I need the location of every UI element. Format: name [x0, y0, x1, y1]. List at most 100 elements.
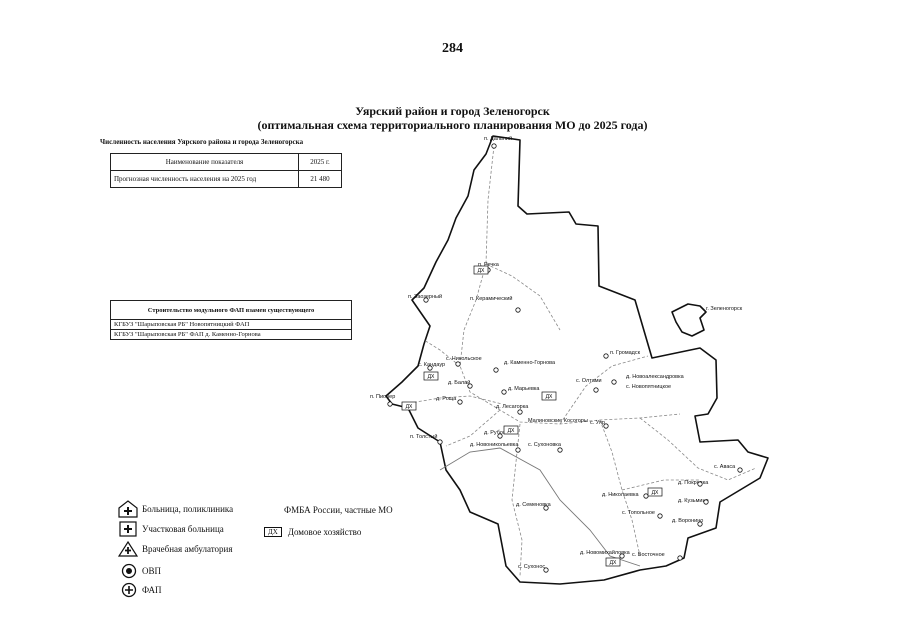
map-label: с. Олтами: [576, 378, 602, 384]
hospital-icon: [118, 500, 138, 518]
fap-row: КГБУЗ "Шарыповская РБ" ФАП д. Каменно-Го…: [110, 329, 352, 340]
map-label: п. Толстый: [410, 433, 437, 440]
page-number: 284: [442, 41, 463, 56]
map-label: с. Сухонос: [518, 564, 545, 570]
household-marker: ДХ: [647, 487, 663, 497]
household-marker: ДХ: [503, 425, 519, 435]
svg-text:ДХ: ДХ: [610, 560, 617, 566]
map-label: п. Громадск: [610, 350, 641, 356]
legend-fmba: ФМБА России, частные МО: [284, 505, 393, 515]
road: [423, 339, 461, 367]
fap-marker: [697, 481, 703, 487]
fap-marker: [611, 379, 617, 385]
table-row: КГБУЗ "Шарыповская РБ" ФАП д. Каменно-Го…: [110, 329, 352, 340]
map-label: с. Уяр: [590, 420, 605, 426]
map-label: п. Керамический: [470, 295, 513, 302]
fap-marker: [501, 389, 507, 395]
map-label: с. Сухоновка: [528, 442, 562, 448]
row-indicator-value: 21 480: [298, 170, 342, 188]
fap-table: Строительство модульного ФАП взамен суще…: [110, 300, 352, 340]
map-label: д. Рубово: [484, 430, 509, 436]
fap-marker: [423, 297, 429, 303]
map-label: д. Марьевка: [508, 386, 540, 392]
fap-marker: [603, 353, 609, 359]
table-row: Прогнозная численность населения на 2025…: [110, 170, 342, 188]
fap-marker: [455, 361, 461, 367]
household-marker: ДХ: [605, 557, 621, 567]
fap-marker: [457, 399, 463, 405]
map-label: д. Роща: [436, 396, 457, 402]
city-label-zelenogorsk: г. Зеленогорск: [706, 306, 743, 312]
fap-marker: [517, 409, 523, 415]
fap-marker: [543, 505, 549, 511]
map-label: с. Никольское: [446, 356, 482, 362]
fap-marker: [493, 367, 499, 373]
fap-marker: [491, 143, 497, 149]
fap-marker: [657, 513, 663, 519]
fap-marker: [557, 447, 563, 453]
map-label: д. Каменно-Горнова: [504, 360, 556, 366]
road: [559, 355, 649, 425]
fap-marker: [543, 567, 549, 573]
fap-marker: [593, 387, 599, 393]
map-title-line-1: Уярский район и город Зеленогорск: [355, 104, 550, 118]
fap-marker: [643, 493, 649, 499]
legend-fap-label: ФАП: [142, 585, 162, 595]
legend-ambulatory-label: Врачебная амбулатория: [142, 544, 233, 554]
legend-household: ДХ Домовое хозяйство: [264, 527, 361, 537]
road: [403, 395, 503, 405]
map-label: с. Топольное: [622, 510, 655, 516]
map-label: с. Восточное: [632, 552, 665, 558]
map-label: д. Семеновка: [516, 502, 552, 508]
fap-marker: [515, 447, 521, 453]
legend-fmba-label: ФМБА России, частные МО: [284, 505, 393, 515]
legend-district-hospital-label: Участковая больница: [142, 524, 224, 534]
fap-marker: [387, 401, 393, 407]
fap-marker: [677, 555, 683, 561]
legend-ovp-label: ОВП: [142, 566, 162, 576]
fap-marker: [603, 423, 609, 429]
ovp-icon: [121, 563, 137, 579]
population-table: Наименование показателя 2025 г. Прогнозн…: [110, 153, 342, 188]
household-marker: ДХ: [541, 391, 557, 401]
legend-ambulatory: Врачебная амбулатория: [118, 541, 233, 557]
legend-hospital: Больница, поликлиника: [118, 500, 233, 518]
legend-ovp: ОВП: [120, 563, 161, 579]
legend-hospital-label: Больница, поликлиника: [142, 504, 234, 514]
fap-icon: [121, 582, 137, 598]
fap-marker: [737, 467, 743, 473]
map-label: п. Пионер: [370, 394, 395, 400]
road: [599, 419, 641, 557]
map-label: д. Новоалександровка: [626, 374, 685, 380]
svg-text:ДХ: ДХ: [508, 428, 515, 434]
map-label: Малиновские Косогоры: [528, 418, 588, 424]
household-symbol: ДХ: [264, 527, 282, 537]
fap-marker: [703, 499, 709, 505]
fap-marker: [697, 521, 703, 527]
legend-district-hospital: Участковая больница: [118, 521, 224, 537]
map-label: д. Лесагорка: [496, 404, 529, 410]
map-label: д. Кузьмино: [678, 498, 709, 504]
household-marker: ДХ: [473, 265, 489, 275]
fap-marker: [467, 383, 473, 389]
map-label: д. Балай: [448, 379, 470, 386]
map-label: п. Речка: [478, 262, 500, 268]
household-marker: ДХ: [423, 371, 439, 381]
zelenogorsk-boundary: [671, 303, 707, 337]
map-label: с. Кандаур: [418, 362, 445, 368]
fap-marker: [437, 439, 443, 445]
district-hospital-icon: [119, 521, 137, 537]
road: [639, 417, 757, 481]
map-label: д. Новоникольевка: [470, 442, 519, 448]
map-label: д. Николаевка: [602, 492, 639, 498]
map-label: п. Заозерный: [408, 293, 442, 300]
fap-marker: [515, 307, 521, 313]
fap-marker: [619, 553, 625, 559]
road: [485, 263, 561, 331]
river: [439, 447, 641, 567]
legend-fap: ФАП: [120, 582, 162, 598]
map-label: с. Аваса: [714, 464, 736, 470]
map-label: с. Новопятницкое: [626, 384, 671, 390]
fap-marker: [497, 433, 503, 439]
